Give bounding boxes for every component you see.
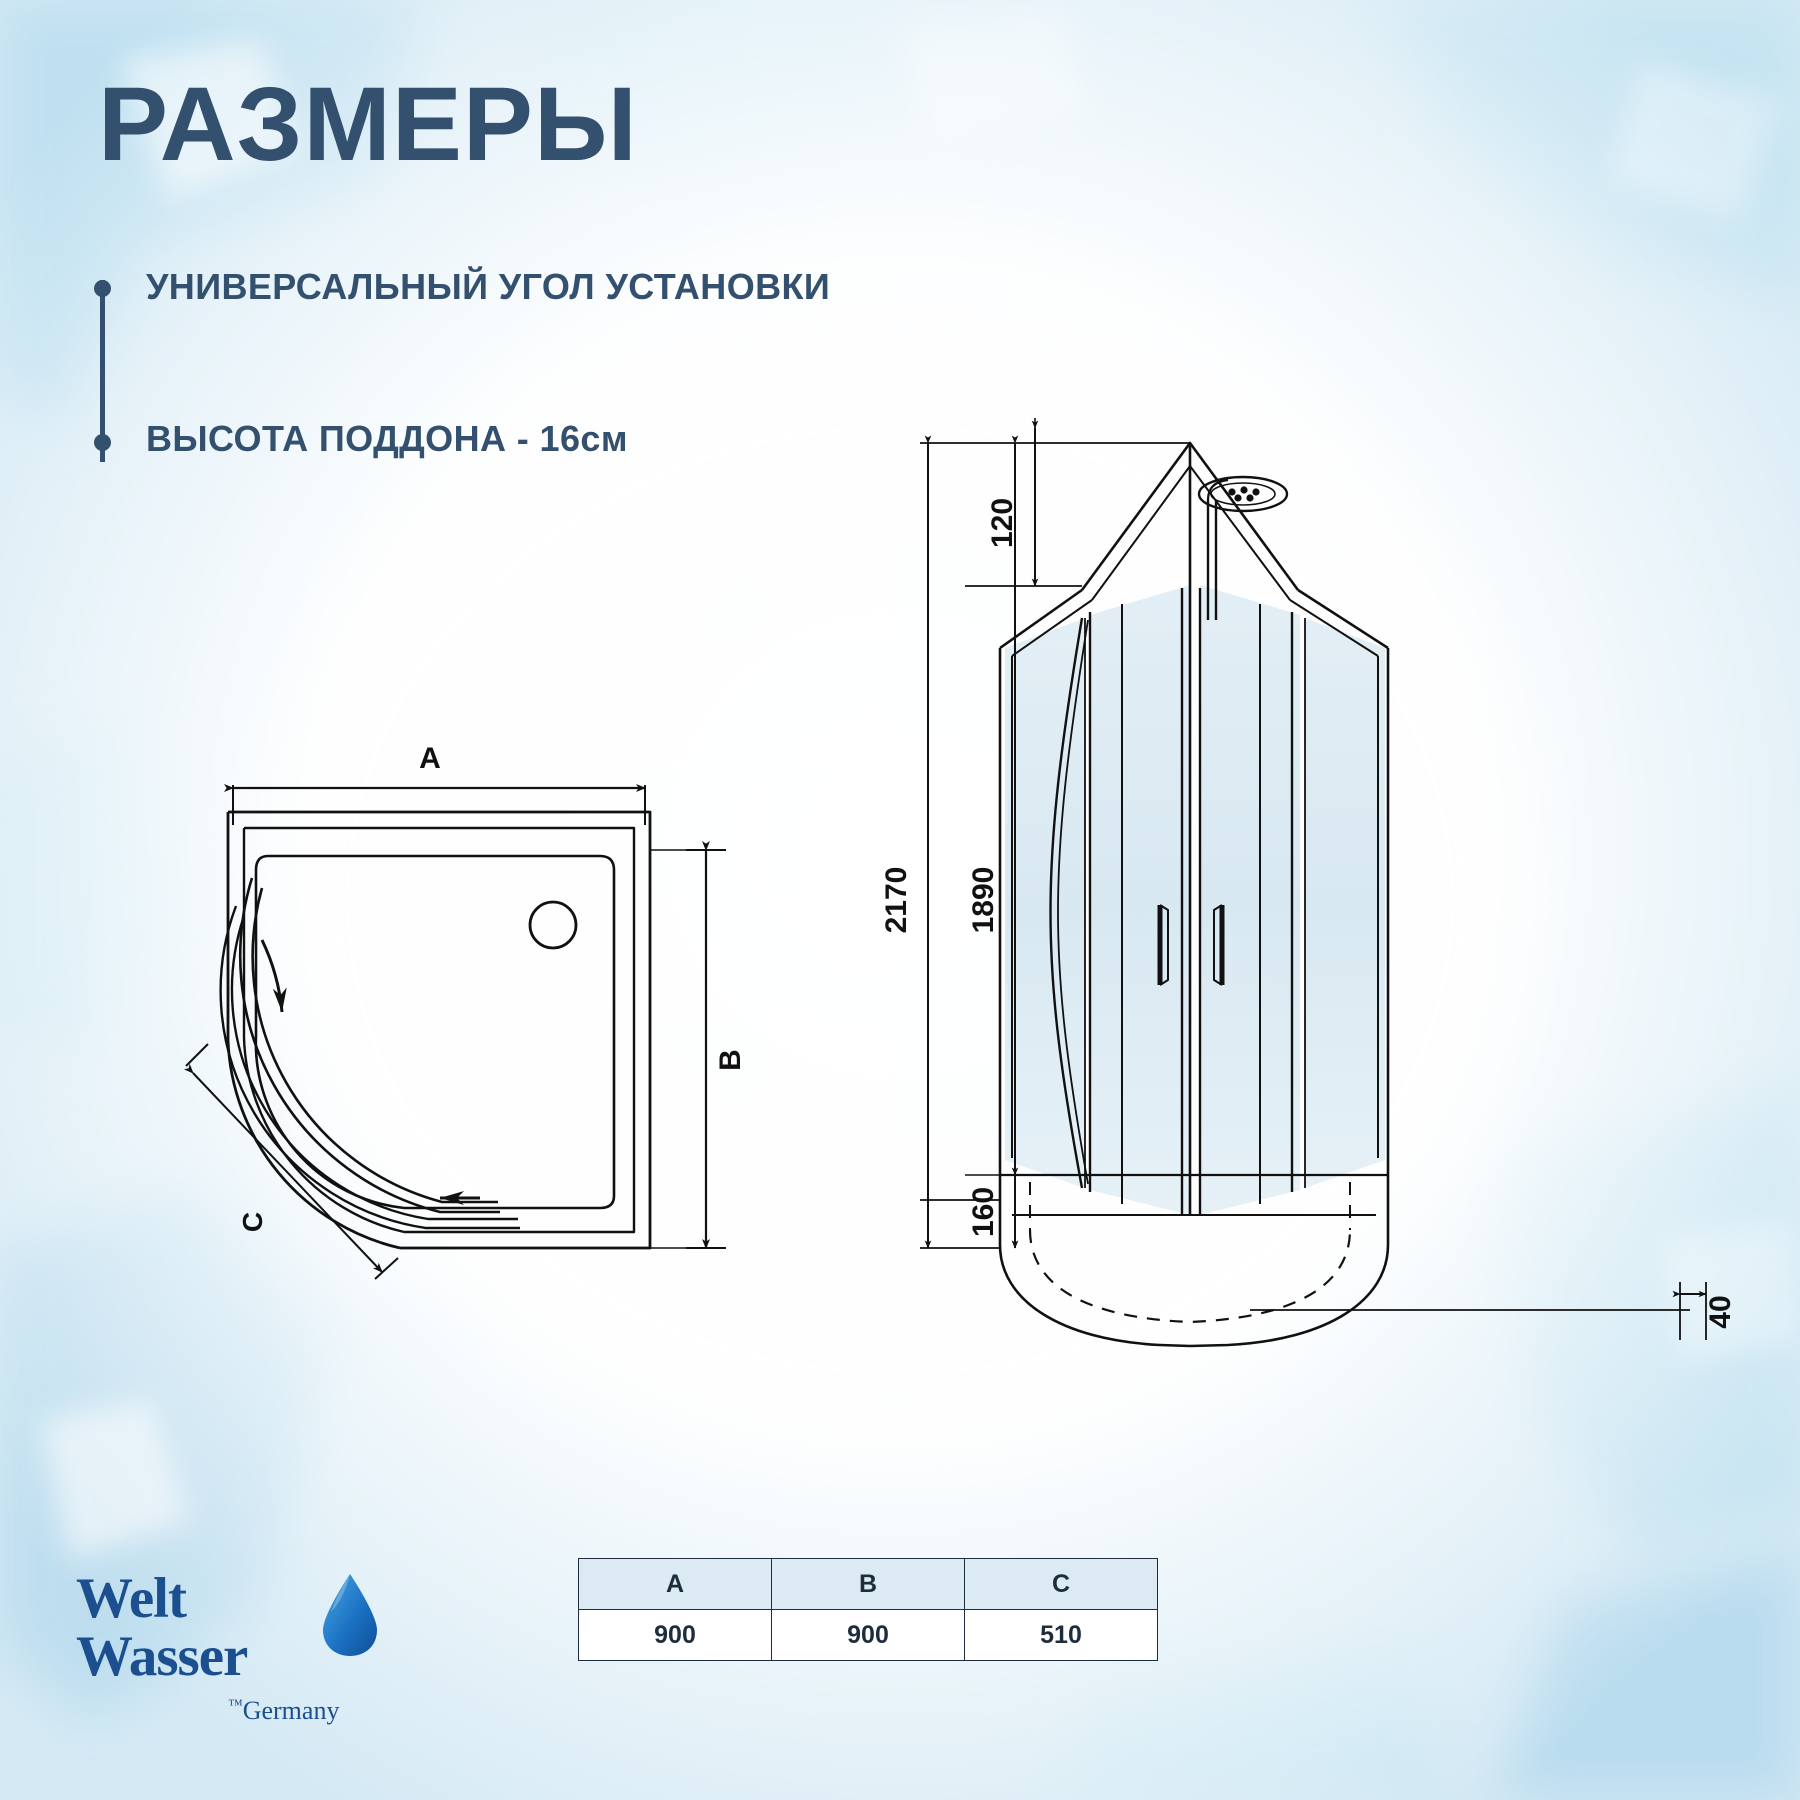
brand-logo: Welt Wasser ™Germany [76,1570,456,1750]
page-title: РАЗМЕРЫ [98,66,638,183]
water-drop-icon [323,1574,377,1656]
table-value-a: 900 [578,1609,772,1661]
logo-country-text: Germany [242,1696,340,1725]
table-header-c: C [964,1558,1158,1610]
bullet-dot-icon [94,434,111,451]
bullet-dot-icon [94,280,111,297]
table-value-c: 510 [964,1609,1158,1661]
logo-country: ™Germany [228,1696,339,1726]
table-row: 900 900 510 [578,1609,1158,1661]
table-value-b: 900 [771,1609,965,1661]
bullet-rail [100,280,105,462]
logo-line-2: Wasser [76,1625,248,1688]
logo-trademark: ™ [228,1697,243,1714]
logo-line-1: Welt [76,1567,187,1630]
feature-label-2: ВЫСОТА ПОДДОНА - 16см [146,418,628,459]
table-header-row: A B C [578,1558,1158,1610]
feature-label-1: УНИВЕРСАЛЬНЫЙ УГОЛ УСТАНОВКИ [146,266,831,307]
spec-table: A B C 900 900 510 [578,1558,1158,1661]
table-header-b: B [771,1558,965,1610]
table-header-a: A [578,1558,772,1610]
